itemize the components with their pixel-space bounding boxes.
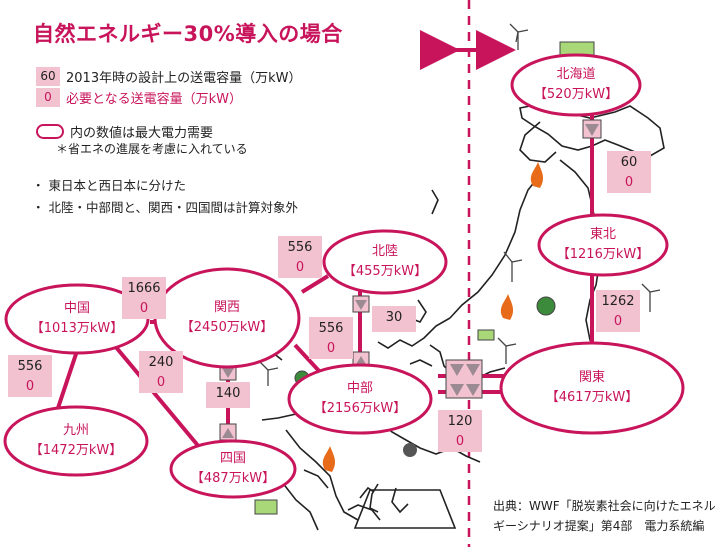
- link-current-capacity: 556: [287, 240, 313, 255]
- link-required-capacity: 0: [139, 301, 149, 316]
- legend-oval: 内の数値は最大電力需要: [36, 122, 213, 141]
- region-hokkaido: 北海道【520万kW】: [506, 65, 646, 105]
- link-required-capacity: 0: [455, 434, 465, 449]
- legend-required-text: 必要となる送電容量（万kW）: [66, 92, 242, 107]
- region-demand: 【2450万kW】: [180, 320, 274, 335]
- source-citation: 出典：WWF「脱炭素社会に向けたエネル ギーシナリオ提案」第4部 電力系統編: [493, 496, 716, 536]
- legend-current-capacity: 60 2013年時の設計上の送電容量（万kW）: [36, 67, 301, 86]
- legend-oval-icon: [36, 124, 64, 139]
- region-demand: 【2156万kW】: [313, 401, 407, 416]
- legend-required-capacity: 0 必要となる送電容量（万kW）: [36, 88, 242, 107]
- link-required-capacity: 0: [295, 260, 305, 275]
- legend-current-text: 2013年時の設計上の送電容量（万kW）: [66, 71, 302, 86]
- legend-oval-text: 内の数値は最大電力需要: [70, 126, 214, 141]
- link-current-capacity: 1262: [601, 294, 635, 309]
- diagram-title: 自然エネルギー30%導入の場合: [33, 22, 343, 46]
- region-name: 北陸: [371, 244, 398, 259]
- link-current-capacity: 1666: [127, 281, 161, 296]
- link-required-capacity: 0: [326, 341, 336, 356]
- link-hokuriku-chubu: 30: [372, 306, 416, 332]
- flame-icon: [322, 162, 544, 472]
- wind-turbine-icon: [259, 23, 661, 386]
- region-name: 中部: [346, 381, 373, 396]
- frequency-converter-icon: [445, 359, 483, 399]
- region-kyushu: 九州【1472万kW】: [6, 421, 146, 461]
- link-current-capacity: 120: [447, 414, 473, 429]
- region-ovals: [3, 53, 685, 499]
- region-chubu: 中部【2156万kW】: [290, 379, 430, 419]
- link-current-capacity: 240: [148, 355, 174, 370]
- region-name: 東北: [589, 227, 616, 242]
- link-chugoku-kansai: 1666 0: [122, 277, 166, 319]
- region-demand: 【1013万kW】: [30, 321, 124, 336]
- region-demand: 【455万kW】: [342, 264, 428, 279]
- link-required-capacity: 0: [156, 375, 166, 390]
- region-hokuriku: 北陸【455万kW】: [315, 242, 455, 282]
- region-name: 北海道: [556, 67, 596, 82]
- link-current-capacity: 140: [215, 386, 241, 401]
- region-name: 関東: [578, 370, 605, 385]
- link-tohoku-kanto: 1262 0: [596, 290, 640, 332]
- region-name: 中国: [63, 301, 90, 316]
- legend-note: ＊省エネの進展を考慮に入れている: [56, 142, 248, 156]
- link-current-capacity: 556: [318, 321, 344, 336]
- bullet-excluded: ・ 北陸・中部間と、関西・四国間は計算対象外: [32, 200, 298, 215]
- region-demand: 【4617万kW】: [545, 390, 639, 405]
- region-demand: 【1472万kW】: [29, 443, 123, 458]
- region-chugoku: 中国【1013万kW】: [7, 299, 147, 339]
- region-demand: 【487万kW】: [190, 471, 276, 486]
- region-kanto: 関東【4617万kW】: [522, 368, 662, 408]
- link-required-capacity: 0: [613, 314, 623, 329]
- link-current-capacity: 30: [385, 310, 403, 325]
- region-name: 関西: [213, 300, 240, 315]
- legend-box-required: 0: [36, 88, 60, 107]
- link-required-capacity: 0: [25, 379, 35, 394]
- legend-box-current: 60: [36, 67, 60, 86]
- link-kansai-shikoku: 140: [206, 382, 250, 408]
- region-name: 九州: [62, 423, 89, 438]
- region-kansai: 関西【2450万kW】: [157, 298, 297, 338]
- link-required-capacity: 0: [624, 175, 634, 190]
- link-current-capacity: 60: [620, 155, 638, 170]
- source-line-1: 出典：WWF「脱炭素社会に向けたエネル: [493, 499, 716, 513]
- region-shikoku: 四国【487万kW】: [163, 449, 303, 489]
- region-demand: 【520万kW】: [533, 87, 619, 102]
- bullet-east-west: ・ 東日本と西日本に分けた: [32, 178, 186, 193]
- region-tohoku: 東北【1216万kW】: [533, 225, 673, 265]
- region-demand: 【1216万kW】: [556, 247, 650, 262]
- source-line-2: ギーシナリオ提案」第4部 電力系統編: [493, 519, 705, 533]
- link-current-capacity: 556: [17, 359, 43, 374]
- transmission-tower-icon: [219, 119, 602, 441]
- region-name: 四国: [219, 451, 246, 466]
